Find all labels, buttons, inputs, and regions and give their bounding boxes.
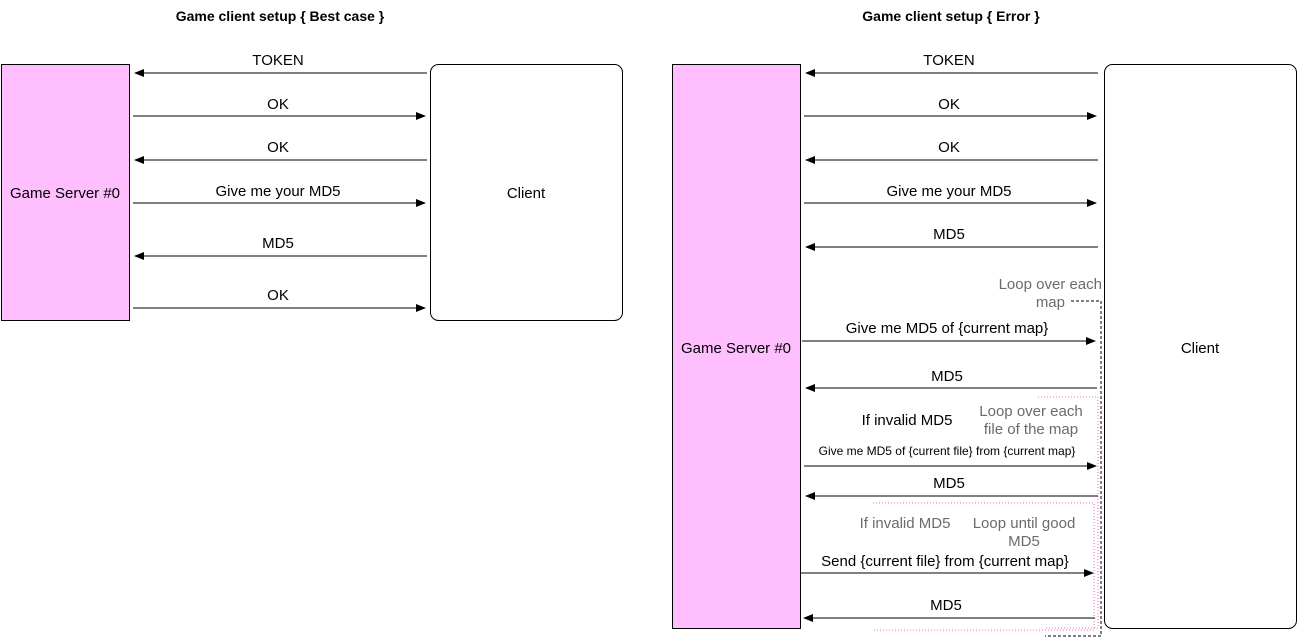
game-server-label: Game Server #0 (681, 340, 791, 357)
game-server-label: Game Server #0 (10, 185, 120, 202)
loop-file-note-line1: Loop over each (979, 403, 1082, 420)
message-label: TOKEN (923, 52, 974, 69)
condition-label: If invalid MD5 (862, 412, 953, 429)
message-label: Give me your MD5 (886, 183, 1011, 200)
message-label: MD5 (933, 475, 965, 492)
message-label: OK (938, 139, 960, 156)
message-label: OK (938, 96, 960, 113)
loop-map-note-line2: map (1036, 294, 1065, 311)
loop-file-frame (1038, 396, 1099, 629)
game-server-box (672, 64, 801, 629)
message-label: Give me MD5 of {current map} (846, 320, 1049, 337)
loop-map-note-line1: Loop over each (999, 276, 1102, 293)
loop-file-note-line2: file of the map (984, 421, 1078, 438)
message-label: TOKEN (252, 52, 303, 69)
error-diagram: Game client setup { Error } Game Server … (672, 8, 1297, 637)
loop-map-frame (1045, 300, 1102, 637)
message-label: MD5 (930, 597, 962, 614)
client-label: Client (1181, 340, 1220, 357)
message-label: Give me MD5 of {current file} from {curr… (819, 444, 1076, 458)
message-label: Send {current file} from {current map} (821, 553, 1069, 570)
message-label: OK (267, 96, 289, 113)
client-box (430, 64, 623, 321)
best-case-diagram: Game client setup { Best case } Game Ser… (1, 8, 623, 321)
message-label: MD5 (931, 368, 963, 385)
message-label: MD5 (262, 235, 294, 252)
client-label: Client (507, 185, 546, 202)
message-label: OK (267, 287, 289, 304)
loop-until-note-line2: MD5 (1008, 533, 1040, 550)
message-label: OK (267, 139, 289, 156)
message-label: Give me your MD5 (215, 183, 340, 200)
best-case-title: Game client setup { Best case } (176, 8, 385, 24)
condition-label: If invalid MD5 (860, 515, 951, 532)
error-title: Game client setup { Error } (862, 8, 1040, 24)
game-server-box (1, 64, 130, 321)
loop-until-note-line1: Loop until good (973, 515, 1076, 532)
message-label: MD5 (933, 226, 965, 243)
